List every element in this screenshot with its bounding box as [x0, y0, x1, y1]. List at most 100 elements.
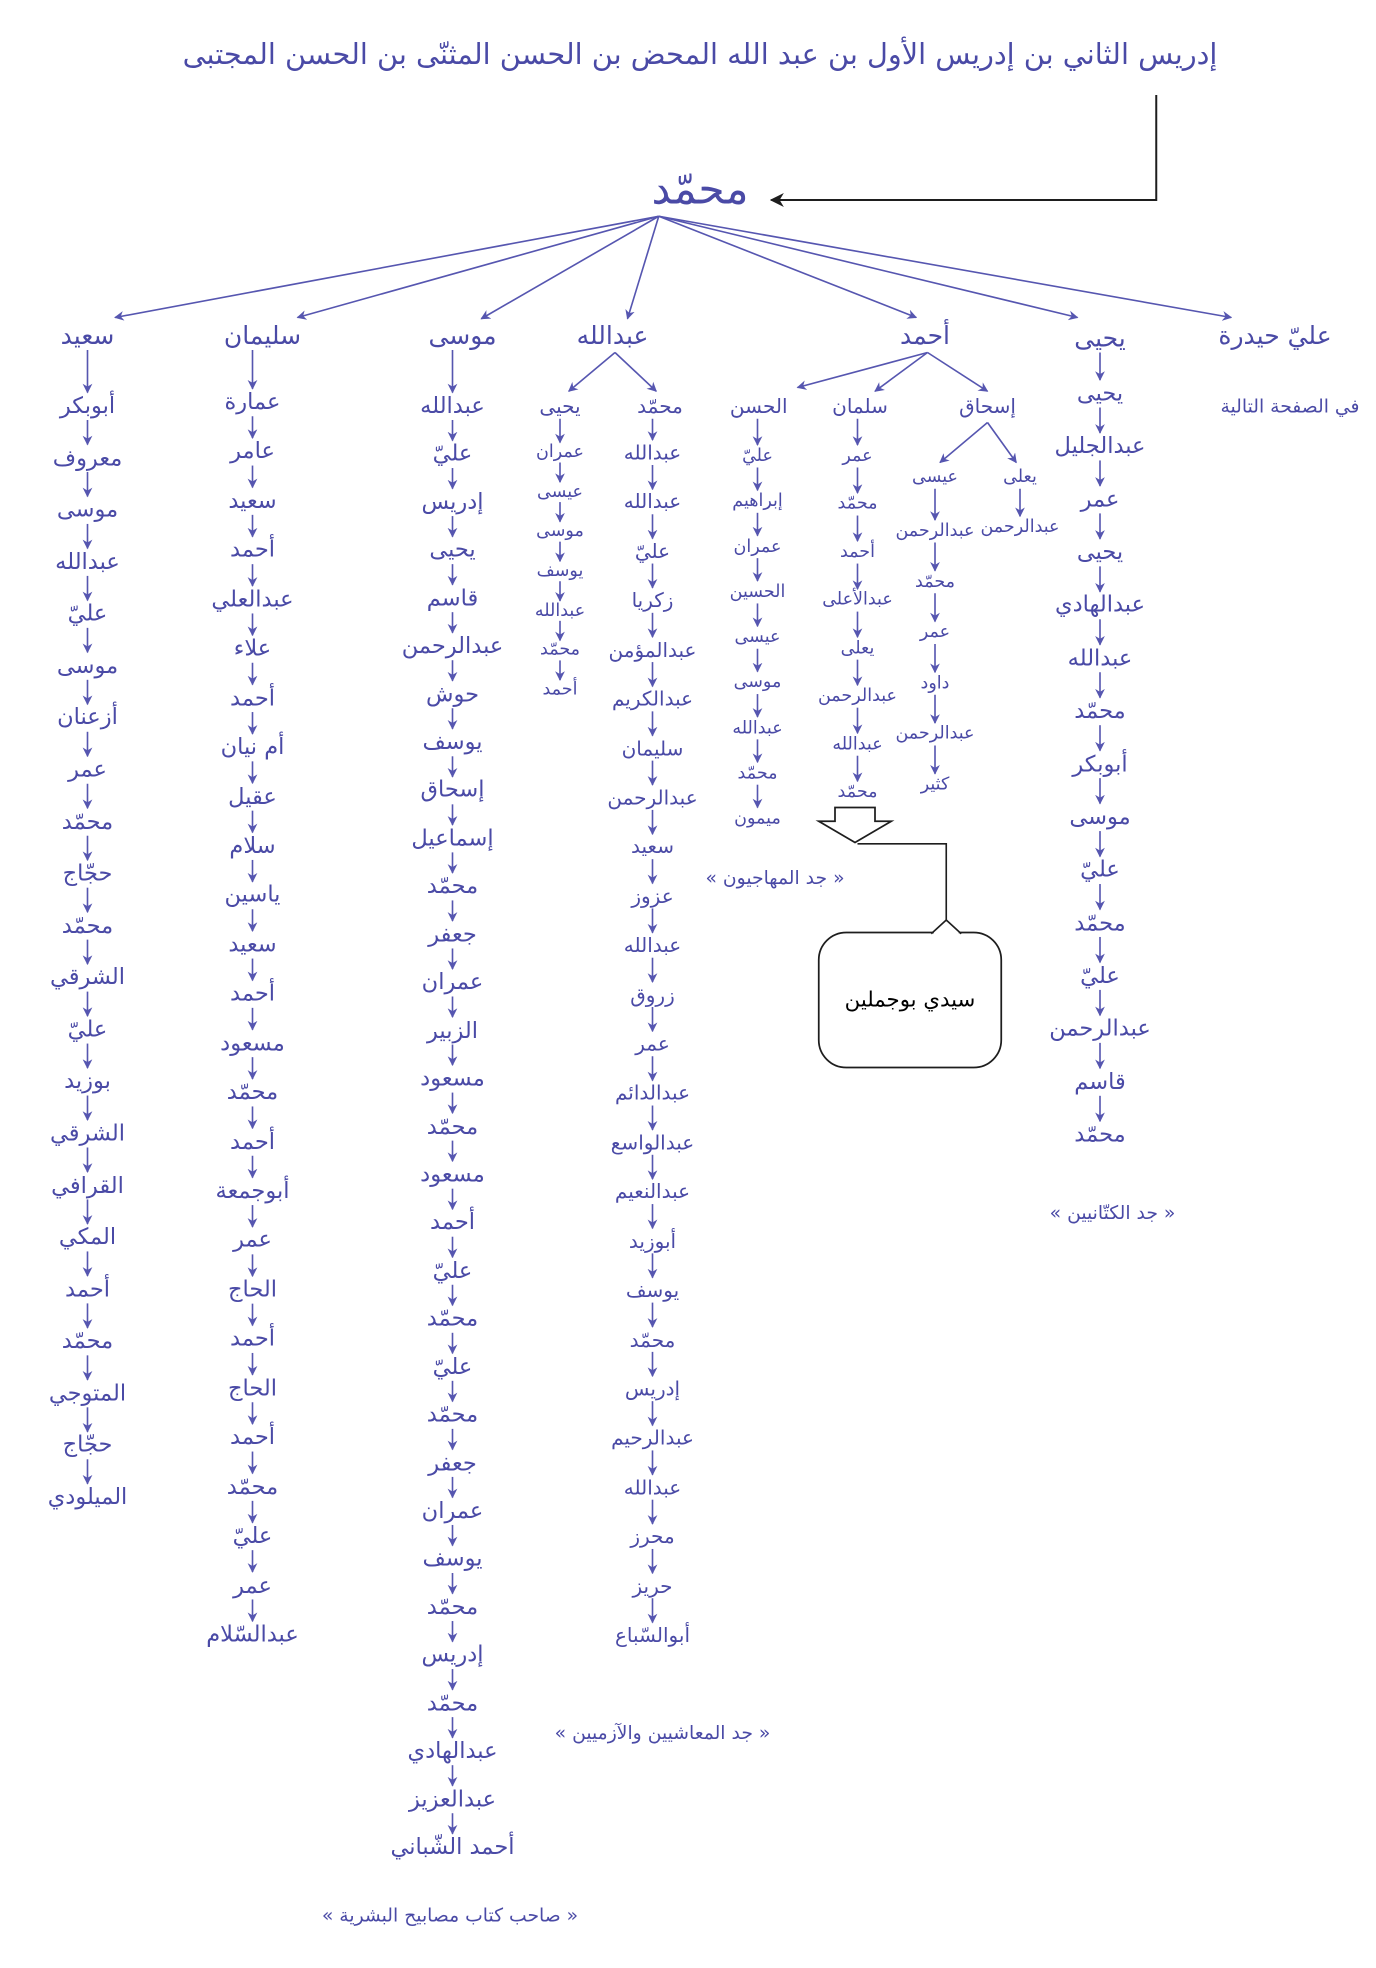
person-name: جعفر: [428, 1449, 477, 1476]
person-name: الحسين: [729, 581, 786, 602]
person-name: الحاج: [227, 1375, 278, 1402]
branch-line-said: [114, 215, 659, 321]
person-name: أزعنان: [57, 704, 118, 731]
person-name: يعلى: [840, 637, 875, 658]
branch-note-musa: « صاحب كتاب مصابيح البشرية »: [321, 1903, 579, 1927]
person-name: أحمد الشّباني: [390, 1834, 515, 1861]
person-name: موسى: [56, 652, 119, 679]
person-name: عبدالله: [420, 392, 485, 420]
person-name: عمر: [1080, 486, 1120, 513]
person-name: أبوجمعة: [215, 1177, 290, 1205]
callout-box: [817, 931, 1003, 1069]
person-name: سليمان: [621, 736, 684, 760]
sub-head-ahmad-hasan: الحسن: [729, 394, 788, 419]
branch-line-abdallah: [625, 216, 660, 320]
person-name: عمران: [733, 536, 782, 557]
person-name: عمران: [536, 442, 584, 463]
person-name: عمر: [635, 1031, 670, 1056]
block-arrow: [815, 806, 895, 844]
person-name: عبدالرحمن: [895, 520, 975, 541]
person-name: عقيل: [228, 783, 277, 810]
person-name: علاء: [233, 635, 272, 662]
person-name: عبدالرحمن: [607, 785, 698, 810]
person-name: أحمد: [230, 1424, 275, 1451]
person-name: محمّد: [61, 1328, 114, 1355]
person-name: عمارة: [224, 389, 281, 416]
person-name: عبدالله: [534, 600, 586, 621]
person-name: كثير: [920, 774, 950, 795]
person-name: مسعود: [420, 1161, 485, 1188]
person-name: زروق: [630, 982, 675, 1007]
person-name: محمّد: [540, 639, 580, 660]
person-name: معروف: [52, 444, 123, 471]
person-name: حجّاج: [62, 1432, 113, 1459]
person-name: سعيد: [228, 931, 277, 958]
person-name: عبدالواسع: [610, 1130, 695, 1155]
person-name: عبدالمؤمن: [608, 637, 697, 662]
person-name: إبراهيم: [732, 491, 783, 512]
sub-branch-line: [927, 351, 989, 392]
person-name: عبدالكريم: [611, 686, 694, 711]
sub-branch-line: [874, 351, 928, 392]
branch-line-musa: [480, 215, 660, 320]
person-name: محمّد: [737, 762, 778, 783]
person-name: بوزيد: [64, 1068, 111, 1095]
person-name: أبوزيد: [628, 1228, 677, 1253]
person-name: عبدالنعيم: [614, 1179, 691, 1204]
person-name: سلام: [229, 832, 276, 859]
sub-head-ishaq-isa: عيسى: [912, 467, 958, 488]
root-name: محمّد: [651, 164, 749, 215]
person-name: القرافي: [51, 1172, 124, 1199]
callout-tail: [930, 918, 962, 935]
person-name: محمّد: [837, 782, 878, 803]
person-name: مسعود: [220, 1029, 285, 1057]
person-name: عيسى: [537, 481, 583, 502]
branch-head-ali: عليّ حيدرة: [1218, 320, 1332, 350]
person-name: داود: [920, 672, 950, 693]
person-name: يوسف: [422, 729, 483, 756]
person-name: عبدالهادي: [407, 1737, 498, 1765]
person-name: محمّد: [426, 873, 479, 900]
person-name: محمّد: [1074, 697, 1126, 725]
branch-line-yahya: [658, 215, 1079, 321]
person-name: عبدالله: [832, 733, 883, 754]
pointer-arrow: [769, 95, 1158, 207]
sub-head-ishaq-yala: يعلى: [1003, 467, 1037, 488]
person-name: إدريس: [421, 1641, 484, 1669]
person-name: أبوالسّباع: [614, 1623, 691, 1647]
person-name: أبوبكر: [59, 392, 116, 420]
branch-head-yahya: يحيى: [1074, 322, 1126, 353]
person-name: حجّاج: [62, 860, 113, 887]
person-name: موسى: [1069, 803, 1131, 831]
person-name: عبدالسّلام: [206, 1621, 299, 1648]
person-name: محمّد: [1074, 909, 1126, 936]
callout-label: سيدي بوجملين: [844, 987, 976, 1013]
sub-head-abdallah-muhammad: محمّد: [637, 394, 683, 419]
person-name: عبدالرحمن: [895, 723, 975, 744]
person-name: محمّد: [61, 912, 114, 939]
branch-line-ahmad: [658, 215, 918, 319]
person-name: حريز: [632, 1573, 673, 1598]
person-name: عبدالعزيز: [408, 1785, 497, 1813]
person-name: محمّد: [226, 1079, 279, 1106]
sub-branch-line: [614, 351, 657, 392]
person-name: الزبير: [427, 1017, 478, 1044]
person-name: موسى: [733, 672, 782, 693]
sub-head-abdallah-yahya: يحيى: [539, 394, 581, 419]
person-name: عبدالرحمن: [817, 685, 898, 706]
person-name: جعفر: [428, 921, 477, 948]
person-name: أحمد: [230, 1325, 275, 1352]
branch-note-yahya: « جد الكتّانيين »: [1049, 1201, 1176, 1224]
person-name: عبدالرحمن: [401, 632, 504, 660]
person-name: عليّ: [1080, 856, 1120, 884]
sub-branch-line: [568, 351, 616, 392]
person-name: عليّ: [67, 600, 108, 627]
person-name: حوش: [425, 680, 480, 708]
person-name: عبدالله: [732, 717, 783, 738]
person-name: عمر: [233, 1227, 272, 1254]
person-name: محمّد: [226, 1473, 279, 1500]
person-name: عليّ: [432, 1257, 473, 1284]
person-name: يحيى: [1076, 539, 1124, 566]
branch-head-said: سعيد: [60, 320, 115, 350]
person-name: محمّد: [61, 808, 114, 835]
